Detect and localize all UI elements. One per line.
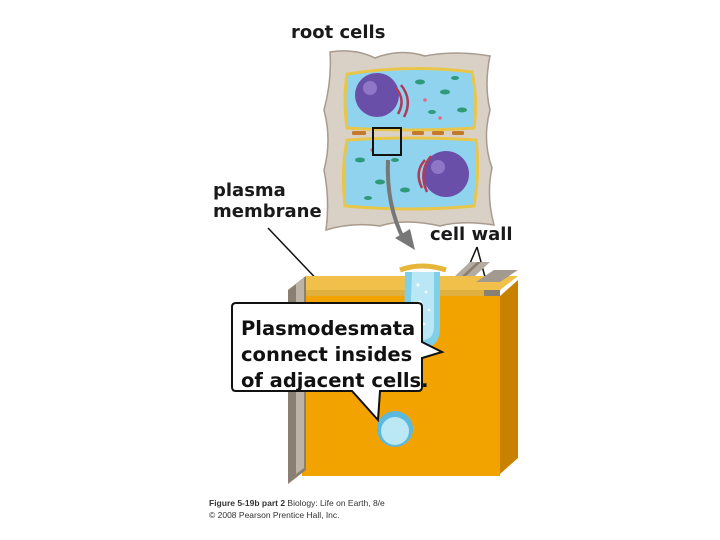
- root-cells-label: root cells: [291, 22, 386, 43]
- callout-text: Plasmodesmata connect insides of adjacen…: [241, 316, 429, 394]
- caption-book: Biology: Life on Earth, 8/e: [285, 498, 385, 508]
- callout-line3: of adjacent cells.: [241, 369, 429, 392]
- chloroplasts: [355, 76, 467, 200]
- caption-figure: Figure 5-19b part 2: [209, 498, 286, 508]
- zoom-arrow: [385, 159, 415, 250]
- plasma-membrane-label: plasma membrane: [213, 180, 322, 222]
- callout-line2: connect insides: [241, 343, 413, 366]
- callout-line1: Plasmodesmata: [241, 317, 416, 340]
- zoom-box: [372, 127, 402, 156]
- callout-bubble: [231, 302, 445, 423]
- root-cells-illustration: [323, 50, 496, 232]
- upper-nucleus: [355, 73, 399, 117]
- plasma-label-line1: plasma: [213, 180, 286, 201]
- figure-caption: Figure 5-19b part 2 Biology: Life on Ear…: [209, 497, 385, 521]
- cell-wall-label: cell wall: [430, 224, 513, 245]
- caption-copyright: © 2008 Pearson Prentice Hall, Inc.: [209, 510, 340, 520]
- plasma-label-line2: membrane: [213, 201, 322, 222]
